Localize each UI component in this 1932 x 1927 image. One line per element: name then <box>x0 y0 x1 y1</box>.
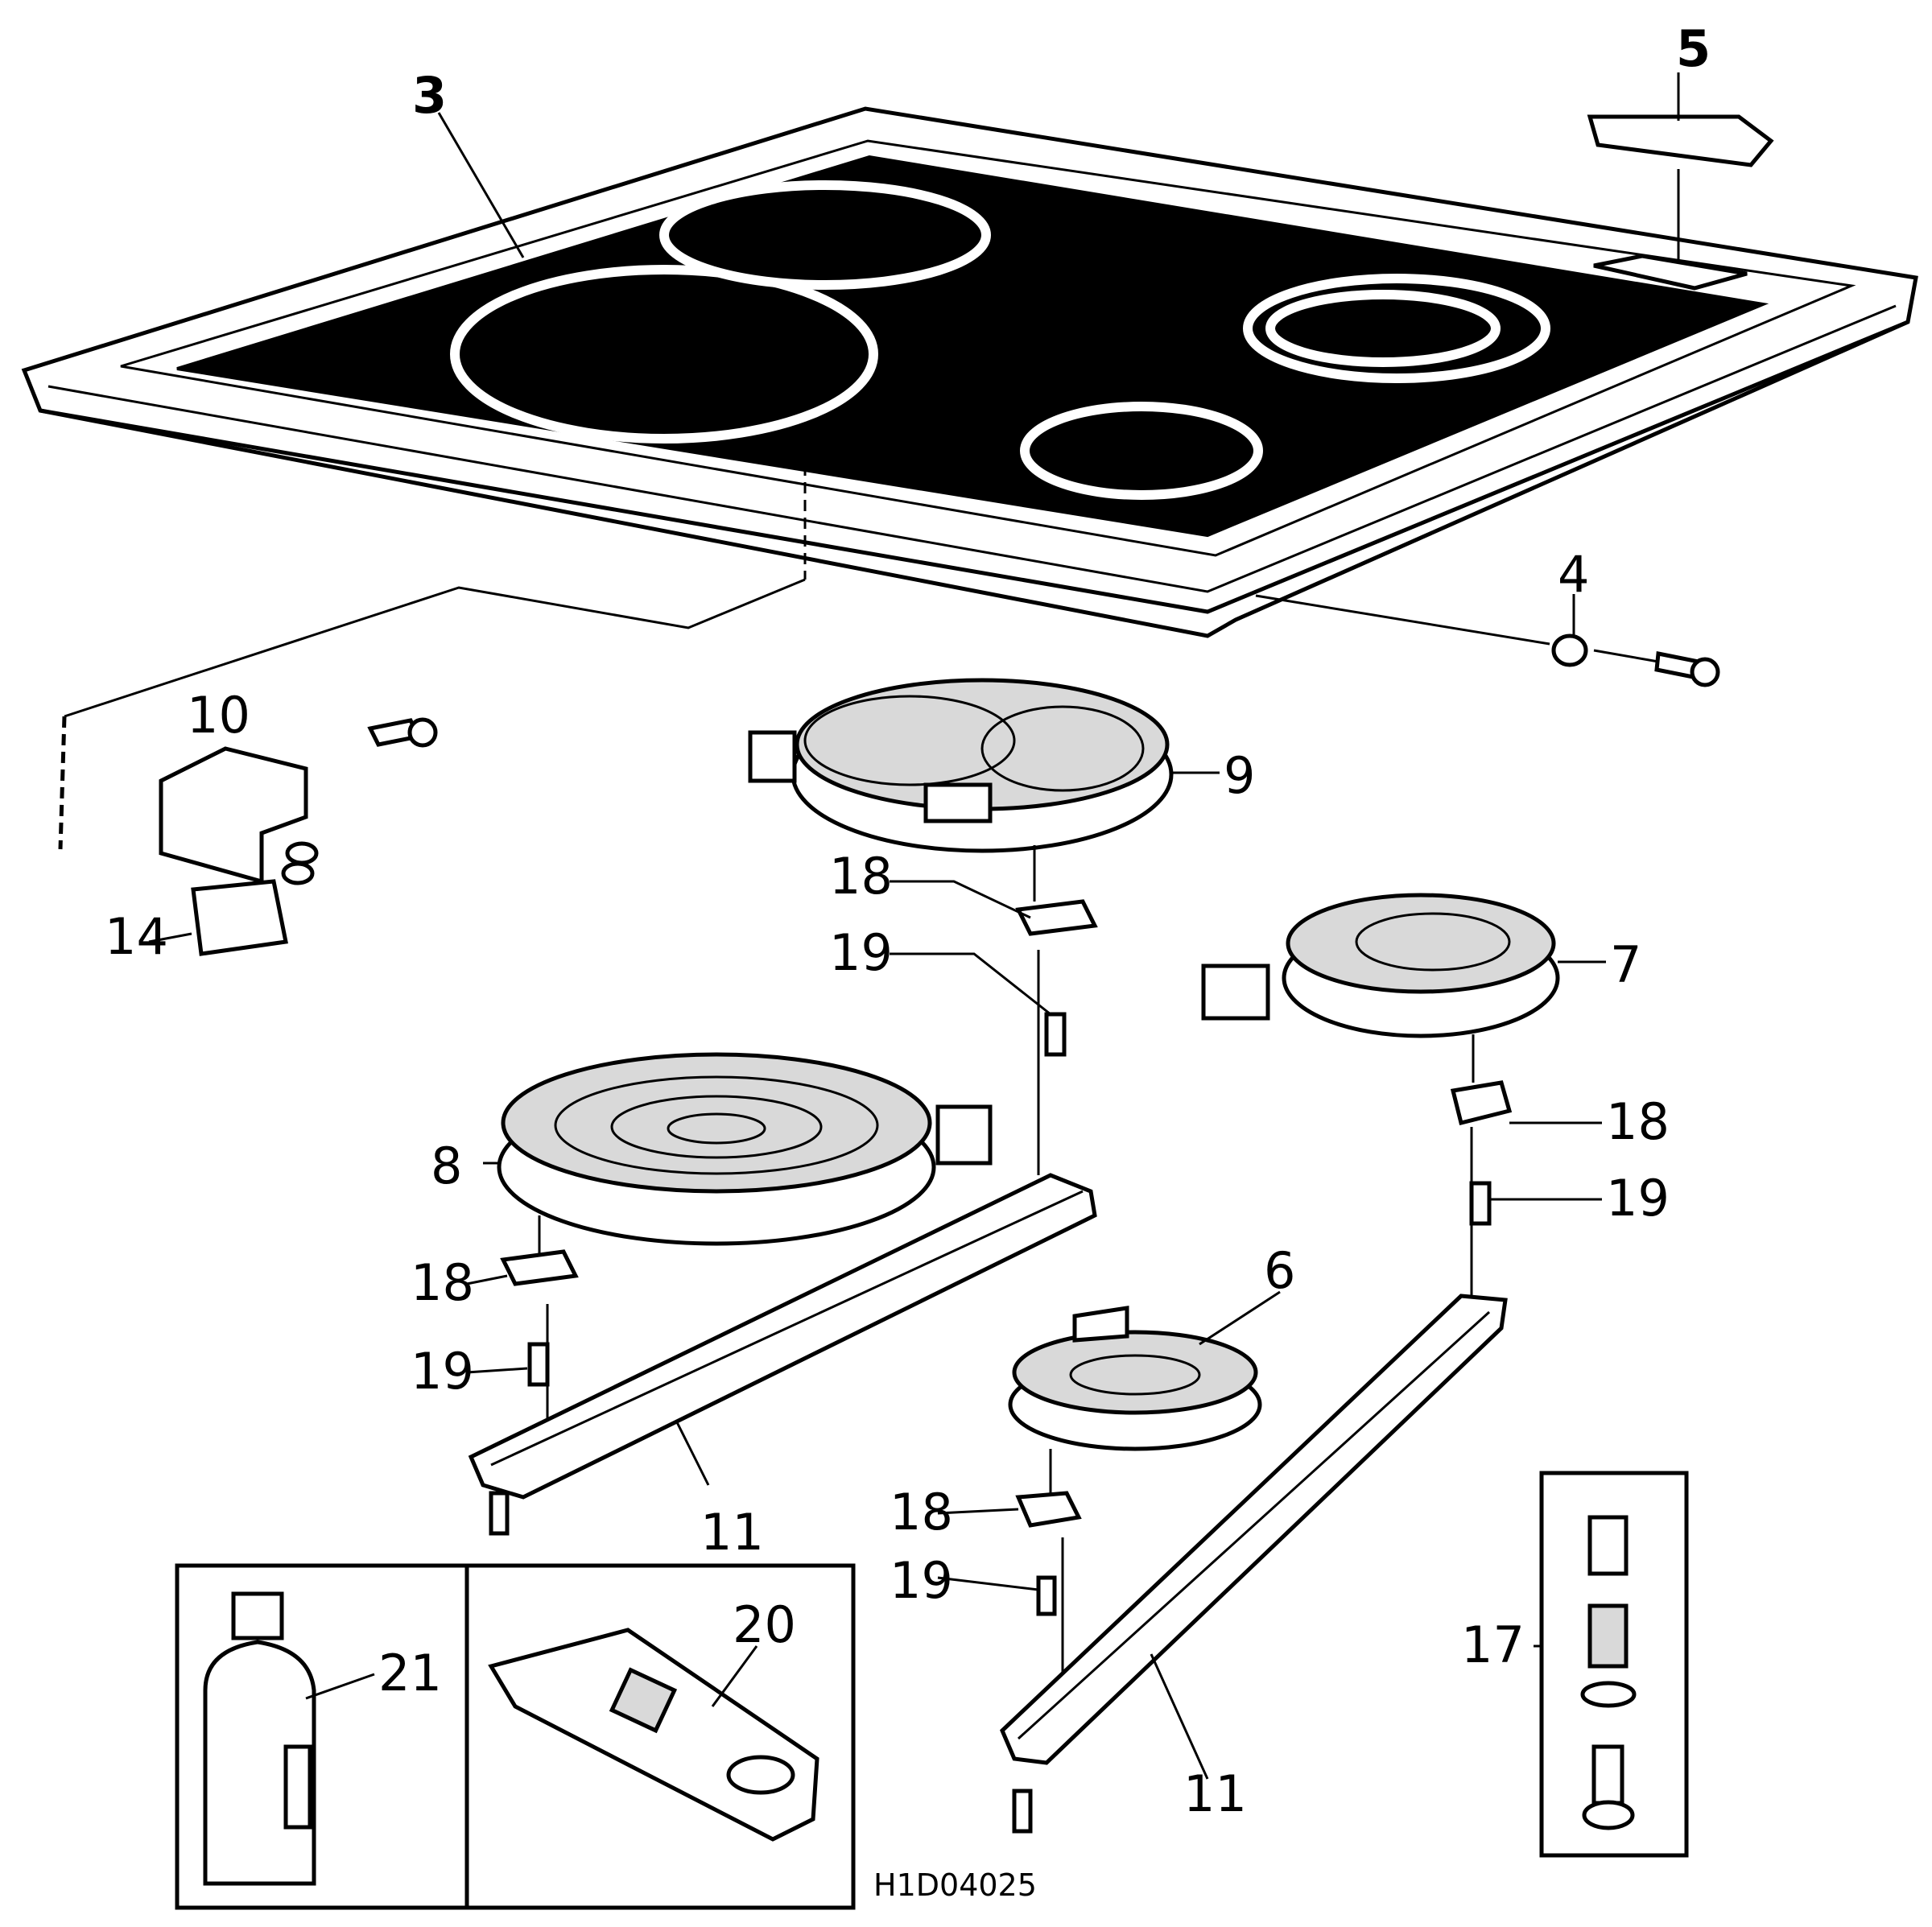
rail-part-11-left <box>468 1173 1097 1500</box>
label-part-8: 8 <box>431 1137 462 1195</box>
terminal-bracket-part-10 <box>159 717 438 885</box>
label-part-4: 4 <box>1558 545 1589 604</box>
spacer-part-4 <box>1255 594 1720 687</box>
cleaner-bottle-part-21 <box>203 1591 316 1886</box>
terminal-block-part-14 <box>148 879 288 956</box>
leader-lines <box>305 72 1680 1780</box>
rail-part-11-right <box>1000 1294 1508 1765</box>
label-part-11b: 11 <box>1183 1764 1247 1823</box>
label-part-18c: 18 <box>411 1253 474 1312</box>
heating-element-part-9 <box>748 678 1174 902</box>
heating-element-part-6 <box>1008 1306 1262 1497</box>
label-part-19c: 19 <box>411 1342 474 1401</box>
scraper-part-20 <box>488 1628 819 1842</box>
heating-element-part-8 <box>497 1052 993 1256</box>
brackets-part-18 <box>500 899 1513 1528</box>
label-part-7: 7 <box>1610 935 1641 994</box>
label-part-18b: 18 <box>1606 1092 1670 1151</box>
label-part-18d: 18 <box>890 1483 953 1541</box>
label-part-19a: 19 <box>829 923 893 982</box>
label-part-18a: 18 <box>829 847 893 906</box>
part-labels: 3 5 4 10 9 18 19 14 7 8 18 19 6 18 19 11… <box>105 19 1711 1903</box>
drawing-code: H1D04025 <box>873 1867 1037 1903</box>
label-part-5: 5 <box>1676 19 1711 78</box>
label-part-17: 17 <box>1461 1615 1525 1674</box>
screw-kit-part-17 <box>1534 1471 1689 1858</box>
label-part-3: 3 <box>412 66 447 125</box>
label-part-19b: 19 <box>1606 1169 1670 1228</box>
label-part-21: 21 <box>378 1644 442 1702</box>
label-part-19d: 19 <box>890 1551 953 1610</box>
label-part-11a: 11 <box>700 1503 764 1562</box>
hob-top-part-3 <box>21 106 1918 850</box>
label-part-10: 10 <box>187 686 250 745</box>
heating-element-part-7 <box>1201 893 1560 1083</box>
label-part-20: 20 <box>733 1595 796 1654</box>
cover-part-5 <box>1587 114 1774 262</box>
label-part-9: 9 <box>1224 746 1255 805</box>
label-part-6: 6 <box>1264 1241 1295 1300</box>
label-part-14: 14 <box>105 907 168 966</box>
